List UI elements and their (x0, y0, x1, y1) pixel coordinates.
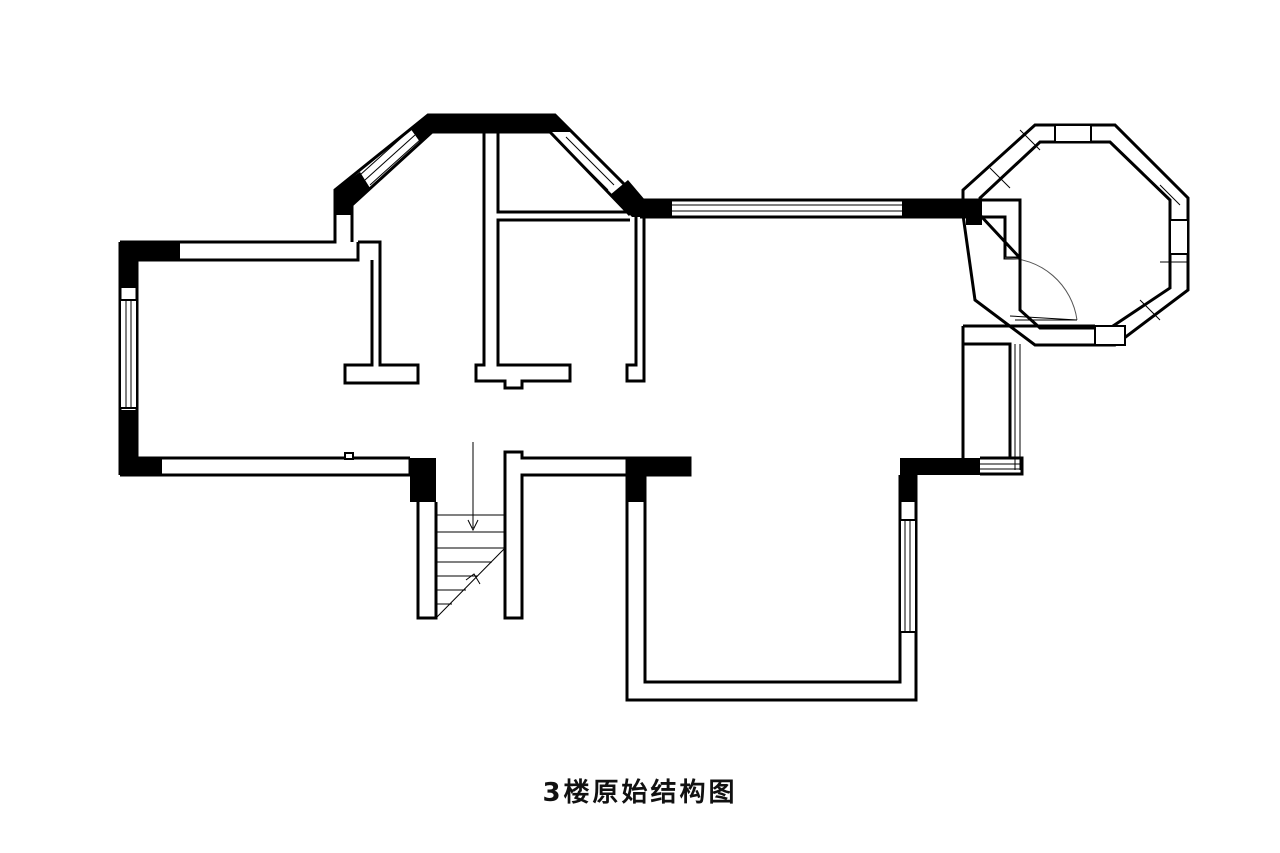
plan-caption: 3楼原始结构图 (542, 778, 738, 808)
left-wall-block-bottom-foot (120, 458, 162, 475)
right-corridor-walls (961, 324, 1095, 476)
central-partitions (474, 132, 646, 390)
tower-door (1004, 257, 1078, 321)
bottom-room-block-left-side (627, 458, 645, 502)
bottom-room-walls (625, 456, 918, 702)
bay-top-block (410, 115, 572, 142)
bottom-right-window (899, 519, 917, 633)
bottom-room-block-right (900, 458, 980, 475)
octagonal-tower (961, 123, 1190, 347)
left-window (119, 299, 138, 409)
bay-left-window (359, 129, 421, 186)
top-window (672, 204, 902, 212)
left-room-walls (118, 200, 420, 477)
staircase (408, 442, 629, 620)
bay-left-corner-block (335, 172, 370, 215)
bay-right-window (559, 131, 621, 191)
bay-window-walls (333, 113, 975, 242)
left-wall-block-top-side (120, 242, 137, 288)
bottom-room-block-right-side (900, 458, 916, 502)
